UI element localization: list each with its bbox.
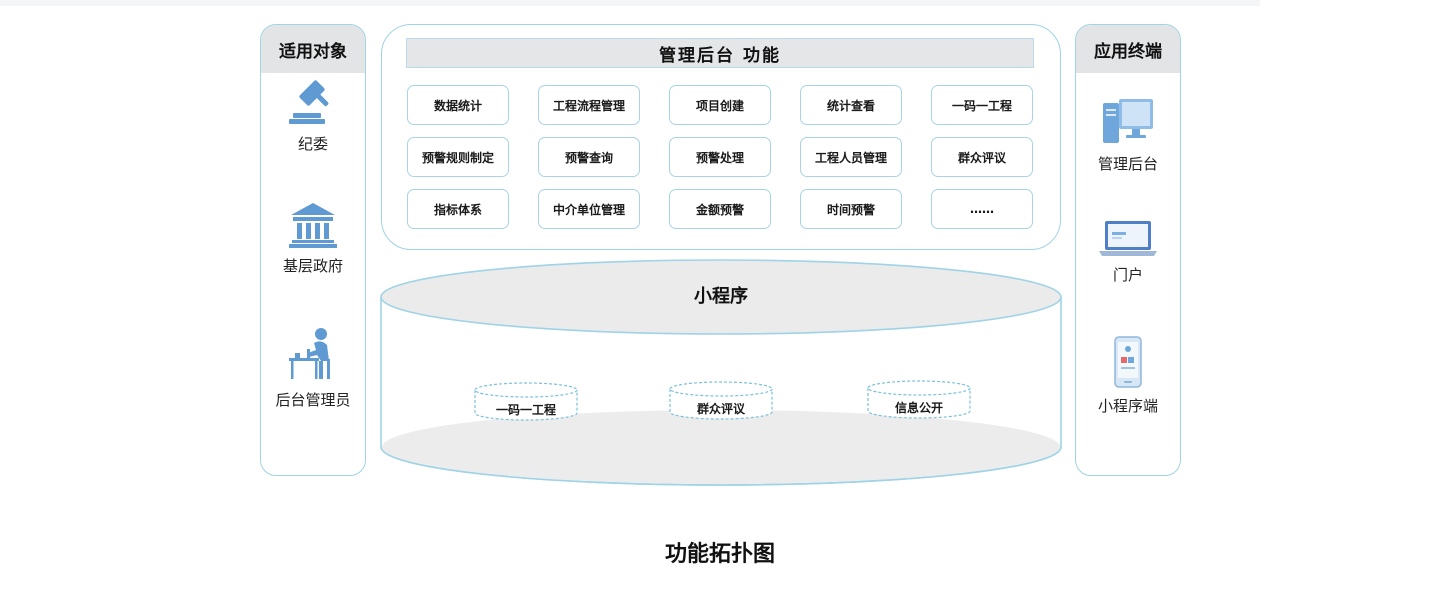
feature-cylinder-1 xyxy=(474,382,578,421)
terminal-item-label: 小程序端 xyxy=(1097,397,1158,415)
target-item-government: 基层政府 xyxy=(261,201,365,276)
miniprogram-feature: 一码一工程 xyxy=(495,403,556,417)
target-item-label: 基层政府 xyxy=(282,257,343,275)
top-strip xyxy=(0,0,1260,6)
terminal-item-miniprogram: 小程序端 xyxy=(1076,335,1180,416)
admin-at-desk-icon xyxy=(289,328,330,379)
function-item[interactable]: …… xyxy=(931,189,1033,229)
terminal-item-portal: 门户 xyxy=(1076,218,1180,285)
function-item[interactable]: 金额预警 xyxy=(669,189,771,229)
function-item[interactable]: 群众评议 xyxy=(931,137,1033,177)
function-item[interactable]: 项目创建 xyxy=(669,85,771,125)
function-item[interactable]: 工程流程管理 xyxy=(538,85,640,125)
laptop-icon xyxy=(1099,221,1157,256)
cylinder-bottom-ellipse xyxy=(382,410,1060,484)
function-item[interactable]: 一码一工程 xyxy=(931,85,1033,125)
target-item-label: 后台管理员 xyxy=(275,391,351,409)
app-terminals-panel: 应用终端 管理后台 门户 xyxy=(1075,24,1181,476)
function-item[interactable]: 数据统计 xyxy=(407,85,509,125)
smartphone-icon xyxy=(1114,336,1142,388)
miniprogram-feature: 信息公开 xyxy=(894,401,943,415)
function-item[interactable]: 预警规则制定 xyxy=(407,137,509,177)
function-item[interactable]: 中介单位管理 xyxy=(538,189,640,229)
function-item[interactable]: 统计查看 xyxy=(800,85,902,125)
terminal-item-admin: 管理后台 xyxy=(1076,95,1180,174)
target-item-admin: 后台管理员 xyxy=(261,325,365,410)
function-grid: 数据统计 工程流程管理 项目创建 统计查看 一码一工程 预警规则制定 预警查询 … xyxy=(407,85,1033,229)
function-item[interactable]: 工程人员管理 xyxy=(800,137,902,177)
miniprogram-title: 小程序 xyxy=(694,286,748,307)
target-item-discipline: 纪委 xyxy=(261,77,365,154)
miniprogram-feature: 群众评议 xyxy=(696,402,745,416)
function-item[interactable]: 预警查询 xyxy=(538,137,640,177)
function-item[interactable]: 时间预警 xyxy=(800,189,902,229)
terminal-item-label: 门户 xyxy=(1112,266,1143,284)
gavel-icon xyxy=(289,80,329,124)
government-building-icon xyxy=(289,203,337,248)
target-users-panel: 适用对象 纪委 基层政府 xyxy=(260,24,366,476)
admin-functions-title: 管理后台 功能 xyxy=(406,38,1034,68)
function-item[interactable]: 指标体系 xyxy=(407,189,509,229)
target-users-title: 适用对象 xyxy=(261,25,365,73)
diagram-caption: 功能拓扑图 xyxy=(664,541,775,567)
target-item-label: 纪委 xyxy=(297,135,328,153)
terminal-item-label: 管理后台 xyxy=(1097,155,1158,173)
function-item[interactable]: 预警处理 xyxy=(669,137,771,177)
cylinder-top-ellipse xyxy=(380,259,1062,335)
app-terminals-title: 应用终端 xyxy=(1076,25,1180,73)
admin-functions-panel: 管理后台 功能 数据统计 工程流程管理 项目创建 统计查看 一码一工程 预警规则… xyxy=(381,24,1061,250)
feature-cylinder-3 xyxy=(867,380,971,419)
desktop-computer-icon xyxy=(1103,99,1153,143)
feature-cylinder-2 xyxy=(669,381,773,420)
